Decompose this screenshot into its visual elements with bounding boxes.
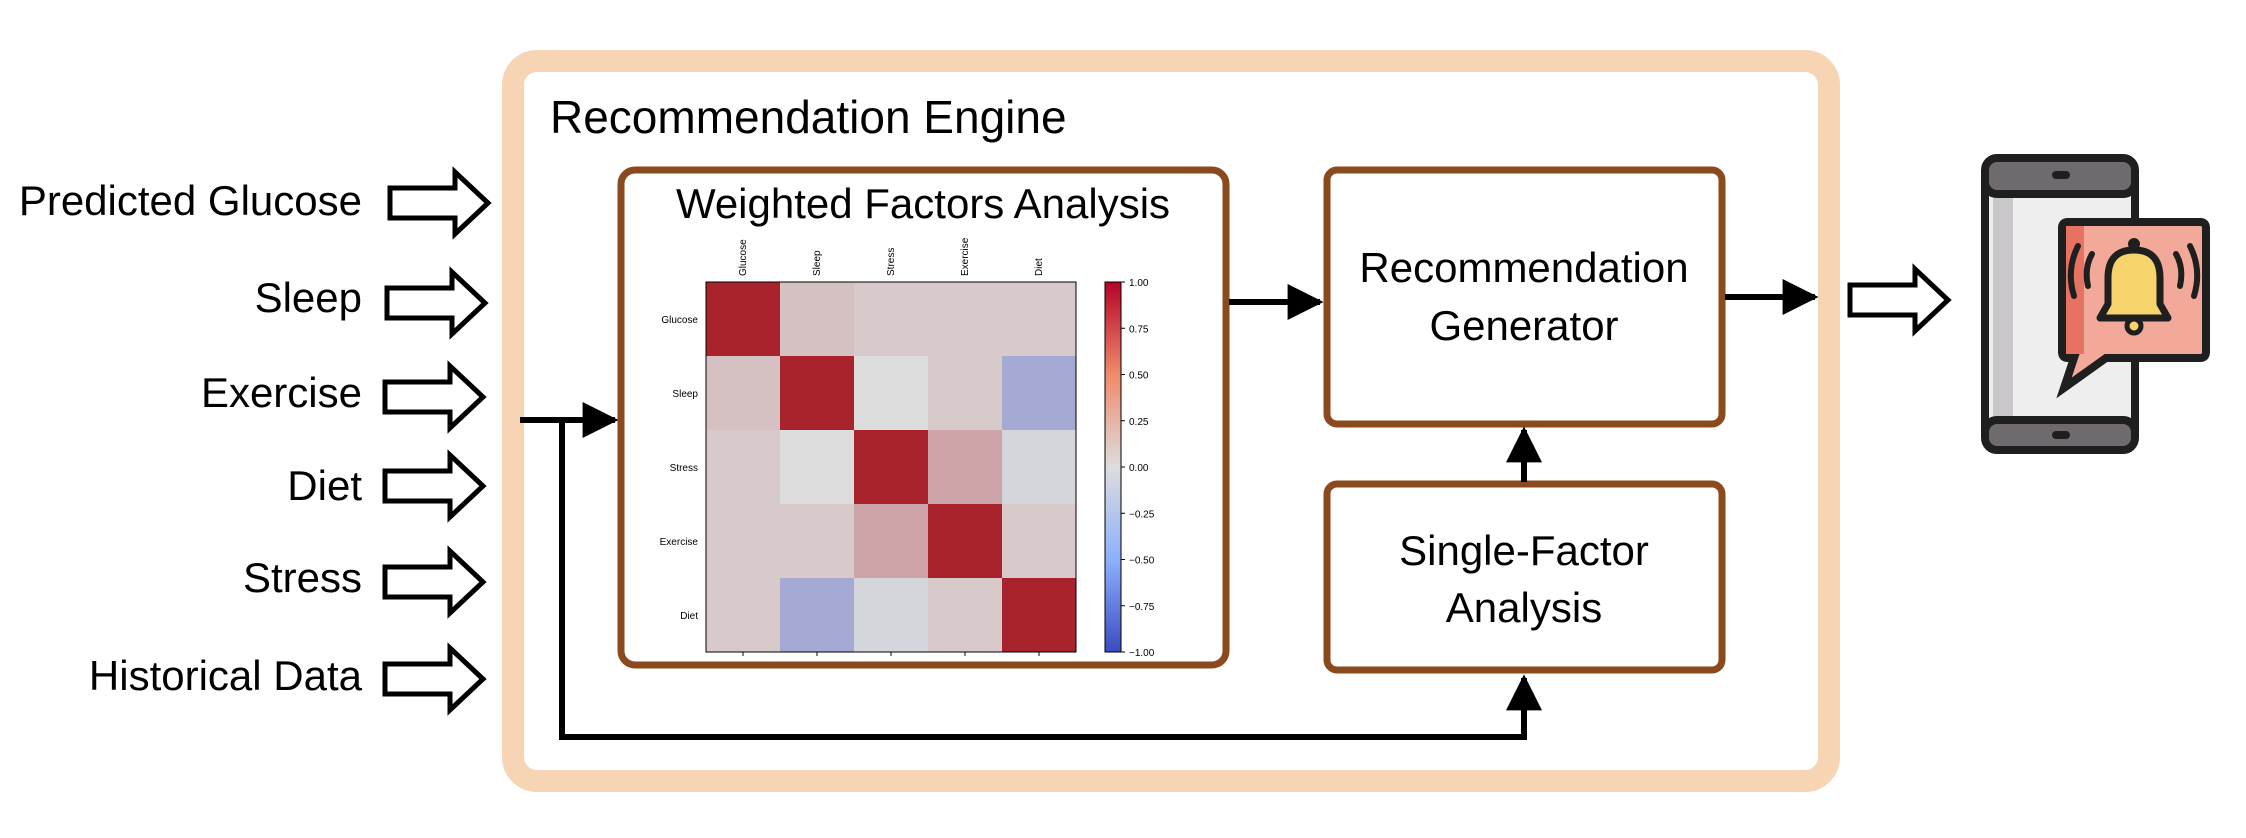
heatmap-cell-0-4 — [1002, 282, 1076, 356]
heatmap-x-tick-label: Exercise — [960, 237, 971, 276]
colorbar-tick-label: −0.50 — [1129, 556, 1155, 567]
input-arrow-diet — [382, 449, 487, 523]
heatmap-cell-1-4 — [1002, 356, 1076, 430]
heatmap-cell-0-3 — [928, 282, 1002, 356]
heatmap-cell-3-3 — [928, 504, 1002, 578]
heatmap-cell-2-2 — [854, 430, 928, 504]
heatmap-cell-3-2 — [854, 504, 928, 578]
input-label-stress: Stress — [243, 554, 362, 601]
colorbar-tick-label: −0.75 — [1129, 602, 1155, 613]
notification-bell-icon — [2056, 218, 2210, 399]
heatmap-cell-2-4 — [1002, 430, 1076, 504]
heatmap-x-tick-label: Diet — [1034, 258, 1045, 276]
heatmap-y-tick-label: Diet — [680, 611, 698, 622]
heatmap-cell-0-1 — [780, 282, 854, 356]
colorbar-tick-label: 0.75 — [1129, 324, 1149, 335]
output-arrow — [1847, 263, 1952, 337]
colorbar-tick-label: 0.00 — [1129, 463, 1149, 474]
heatmap-y-tick-label: Stress — [670, 463, 698, 474]
colorbar-tick-label: 1.00 — [1129, 278, 1149, 289]
heatmap-x-tick-label: Stress — [886, 248, 897, 276]
input-arrow-historical-data — [382, 642, 487, 716]
heatmap-colorbar: 1.00 0.75 0.50 0.25 0.00 −0.25 −0.50 −0.75 −1.00 — [1104, 278, 1155, 659]
recommendation-generator-label-line2: Generator — [1429, 302, 1618, 349]
heatmap-cell-3-4 — [1002, 504, 1076, 578]
heatmap-cell-4-0 — [706, 578, 780, 652]
colorbar-gradient — [1104, 281, 1122, 653]
single-factor-label-line2: Analysis — [1446, 584, 1602, 631]
colorbar-tick-label: 0.25 — [1129, 417, 1149, 428]
input-label-diet: Diet — [287, 462, 362, 509]
input-label-exercise: Exercise — [201, 369, 362, 416]
single-factor-label-line1: Single-Factor — [1399, 527, 1649, 574]
heatmap-cell-4-1 — [780, 578, 854, 652]
input-arrow-predicted-glucose — [387, 166, 492, 240]
heatmap-y-tick-label: Glucose — [661, 315, 698, 326]
heatmap-cell-2-1 — [780, 430, 854, 504]
connectors — [520, 279, 1819, 740]
heatmap-cell-4-3 — [928, 578, 1002, 652]
heatmap-cell-3-1 — [780, 504, 854, 578]
inputs-to-single-factor-arrow — [559, 420, 1542, 740]
heatmap-cell-4-2 — [854, 578, 928, 652]
input-arrow-sleep — [384, 266, 489, 340]
heatmap-cell-3-0 — [706, 504, 780, 578]
input-arrow-stress — [382, 545, 487, 619]
heatmap-cell-4-4 — [1002, 578, 1076, 652]
input-arrows — [382, 166, 492, 716]
input-arrow-exercise — [382, 360, 487, 434]
heatmap-cell-1-1 — [780, 356, 854, 430]
heatmap-cell-2-0 — [706, 430, 780, 504]
input-label-predicted-glucose: Predicted Glucose — [19, 177, 362, 224]
colorbar-tick-label: −0.25 — [1129, 509, 1155, 520]
recommendation-engine-title: Recommendation Engine — [550, 91, 1067, 143]
weighted-factors-title: Weighted Factors Analysis — [676, 180, 1170, 227]
colorbar-tick-label: −1.00 — [1129, 648, 1155, 659]
heatmap-cell-1-2 — [854, 356, 928, 430]
heatmap-cell-1-3 — [928, 356, 1002, 430]
input-label-sleep: Sleep — [255, 274, 362, 321]
heatmap-x-tick-label: Glucose — [738, 239, 749, 276]
heatmap-cell-2-3 — [928, 430, 1002, 504]
colorbar-tick-label: 0.50 — [1129, 371, 1149, 382]
heatmap-cell-0-2 — [854, 282, 928, 356]
recommendation-generator-label-line1: Recommendation — [1359, 244, 1688, 291]
heatmap-y-tick-label: Sleep — [672, 389, 698, 400]
recommendation-generator-box — [1323, 166, 1726, 428]
heatmap-x-tick-label: Sleep — [812, 250, 823, 276]
heatmap-y-tick-label: Exercise — [660, 537, 699, 548]
single-factor-analysis-box — [1323, 480, 1726, 674]
heatmap-cell-1-0 — [706, 356, 780, 430]
input-label-historical-data: Historical Data — [89, 652, 363, 699]
heatmap-cell-0-0 — [706, 282, 780, 356]
input-labels: Predicted Glucose Sleep Exercise Diet St… — [19, 177, 363, 699]
